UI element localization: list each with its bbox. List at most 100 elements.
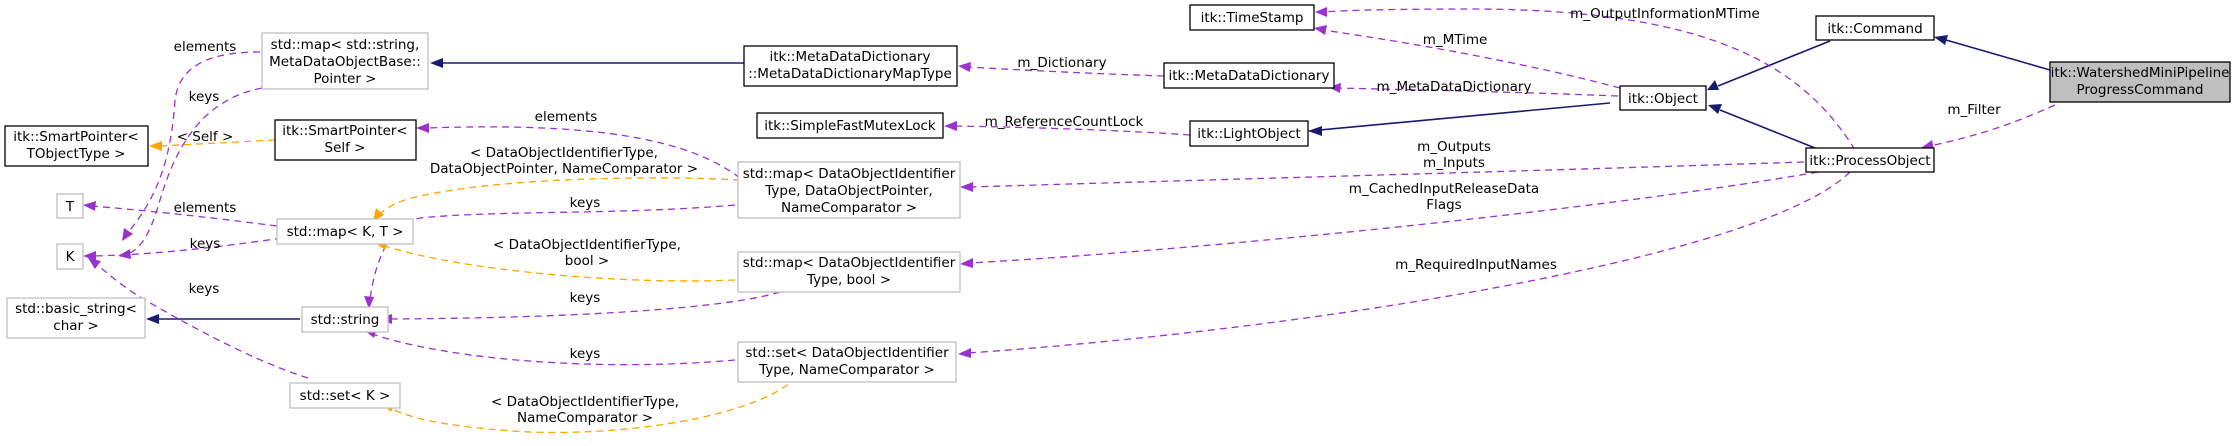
edge-labels: m_Filter m_OutputInformationMTime m_MTim… xyxy=(174,6,2001,426)
node-std-set-k[interactable]: std::set< K > xyxy=(289,382,401,409)
svg-text:std::basic_string<char >: std::basic_string<char > xyxy=(15,301,137,334)
label-m-required-input-names: m_RequiredInputNames xyxy=(1395,257,1557,273)
edge-watershed-command-head xyxy=(1934,35,1948,45)
node-light-object[interactable]: itk::LightObject xyxy=(1189,120,1309,147)
edge-m-required-input-names-head xyxy=(958,348,971,358)
edge-keys-top xyxy=(126,87,263,255)
label-self-template: < Self > xyxy=(177,129,234,145)
edge-m-reference-count-lock xyxy=(953,125,1191,136)
svg-text:itk::MetaDataDictionary::MetaD: itk::MetaDataDictionary::MetaDataDiction… xyxy=(748,49,952,82)
edge-keys-set-k xyxy=(94,262,309,379)
edge-self-template-head xyxy=(149,141,162,151)
node-t[interactable]: T xyxy=(56,193,84,219)
svg-text:itk::SimpleFastMutexLock: itk::SimpleFastMutexLock xyxy=(764,118,936,134)
svg-text:std::map< std::string,MetaData: std::map< std::string,MetaDataObjectBase… xyxy=(269,37,421,87)
edge-m-outputs-inputs-head xyxy=(960,182,973,192)
node-std-basic-string[interactable]: std::basic_string<char > xyxy=(6,297,146,339)
label-elements-top: elements xyxy=(174,39,237,55)
svg-text:std::set< K >: std::set< K > xyxy=(300,388,391,404)
edge-elements-doid-ptr-head xyxy=(416,123,429,133)
node-command[interactable]: itk::Command xyxy=(1815,15,1935,41)
label-keys-doid-bool: keys xyxy=(570,290,601,306)
edge-keys-doid-ptr-head xyxy=(364,296,374,309)
edge-m-reference-count-lock-head xyxy=(944,121,957,131)
edges xyxy=(83,7,2056,434)
svg-text:itk::SmartPointer<TObjectType: itk::SmartPointer<TObjectType > xyxy=(13,129,138,162)
edge-m-required-input-names xyxy=(967,171,1851,354)
label-m-mtime: m_MTime xyxy=(1423,32,1488,48)
node-std-map-string-metadata[interactable]: std::map< std::string,MetaDataObjectBase… xyxy=(261,32,429,90)
label-m-reference-count-lock: m_ReferenceCountLock xyxy=(985,114,1144,130)
edge-keys-map-k-head xyxy=(83,251,96,261)
svg-text:std::set< DataObjectIdentifier: std::set< DataObjectIdentifierType, Name… xyxy=(745,345,949,378)
svg-text:std::map< DataObjectIdentifier: std::map< DataObjectIdentifierType, bool… xyxy=(743,255,956,288)
edge-keys-top-head xyxy=(118,249,131,259)
svg-text:T: T xyxy=(65,199,75,215)
label-keys-top: keys xyxy=(189,89,220,105)
edge-m-cached-input-head xyxy=(960,258,973,268)
edge-keys-doid-ptr xyxy=(369,204,736,301)
edge-maptype-stdmap-head xyxy=(430,58,443,68)
edge-elements-top xyxy=(127,51,261,234)
node-std-map-k-t[interactable]: std::map< K, T > xyxy=(276,218,414,245)
svg-text:std::map< K, T >: std::map< K, T > xyxy=(287,224,404,240)
svg-text:itk::Object: itk::Object xyxy=(1628,91,1698,107)
node-object[interactable]: itk::Object xyxy=(1619,85,1707,111)
edge-m-mtime xyxy=(1322,29,1621,89)
label-m-dictionary: m_Dictionary xyxy=(1017,55,1106,71)
node-std-string[interactable]: std::string xyxy=(301,306,389,333)
edge-string-basicstring-head xyxy=(146,314,159,324)
label-elements-doid-ptr: elements xyxy=(535,109,598,125)
svg-text:itk::SmartPointer<Self >: itk::SmartPointer<Self > xyxy=(282,123,407,156)
label-elements-map-t: elements xyxy=(174,200,237,216)
label-m-output-info-mtime: m_OutputInformationMTime xyxy=(1570,6,1760,22)
edge-m-meta-data-dictionary xyxy=(1336,87,1619,97)
node-process-object[interactable]: itk::ProcessObject xyxy=(1805,147,1935,173)
svg-text:itk::LightObject: itk::LightObject xyxy=(1197,126,1301,142)
node-timestamp[interactable]: itk::TimeStamp xyxy=(1189,4,1315,31)
label-keys-set-doid: keys xyxy=(570,346,601,362)
node-smartpointer-tobjecttype[interactable]: itk::SmartPointer<TObjectType > xyxy=(4,125,149,167)
edge-processobject-object xyxy=(1719,109,1821,151)
node-meta-data-dictionary[interactable]: itk::MetaDataDictionary xyxy=(1163,62,1335,89)
edge-elements-map-t xyxy=(91,205,278,227)
edge-template-doid-ptr-head xyxy=(373,208,384,221)
edge-template-set-doid xyxy=(389,367,806,434)
svg-text:itk::MetaDataDictionary: itk::MetaDataDictionary xyxy=(1169,68,1330,84)
edge-watershed-command xyxy=(1945,39,2051,71)
label-m-meta-data-dictionary: m_MetaDataDictionary xyxy=(1377,79,1532,95)
edge-m-dictionary xyxy=(967,66,1165,77)
svg-text:K: K xyxy=(66,249,76,265)
edge-keys-set-k-head xyxy=(88,258,101,269)
svg-text:itk::ProcessObject: itk::ProcessObject xyxy=(1809,153,1930,169)
node-simple-fast-mutex-lock[interactable]: itk::SimpleFastMutexLock xyxy=(756,112,944,139)
edge-m-cached-input xyxy=(969,171,1819,264)
edge-m-filter xyxy=(1929,104,2056,147)
svg-text:std::string: std::string xyxy=(311,312,380,328)
edge-keys-set-doid xyxy=(371,333,736,366)
label-template-set-doid: < DataObjectIdentifierType,NameComparato… xyxy=(491,394,679,426)
svg-text:itk::TimeStamp: itk::TimeStamp xyxy=(1201,10,1304,26)
edge-m-outputs-inputs xyxy=(969,161,1805,188)
edge-lightobject-object-head xyxy=(1308,126,1322,136)
node-k[interactable]: K xyxy=(56,243,84,270)
label-keys-map-k: keys xyxy=(190,236,221,252)
node-meta-data-dictionary-map-type[interactable]: itk::MetaDataDictionary::MetaDataDiction… xyxy=(743,45,958,87)
label-keys-doid-ptr: keys xyxy=(570,195,601,211)
edge-elements-doid-ptr xyxy=(425,126,741,179)
edge-lightobject-object xyxy=(1308,102,1611,132)
label-template-doid-ptr: < DataObjectIdentifierType,DataObjectPoi… xyxy=(430,145,698,177)
edge-elements-top-head xyxy=(122,228,133,241)
edge-self-template xyxy=(158,139,276,147)
label-template-doid-bool: < DataObjectIdentifierType,bool > xyxy=(493,237,681,269)
node-smartpointer-self[interactable]: itk::SmartPointer<Self > xyxy=(274,119,417,161)
